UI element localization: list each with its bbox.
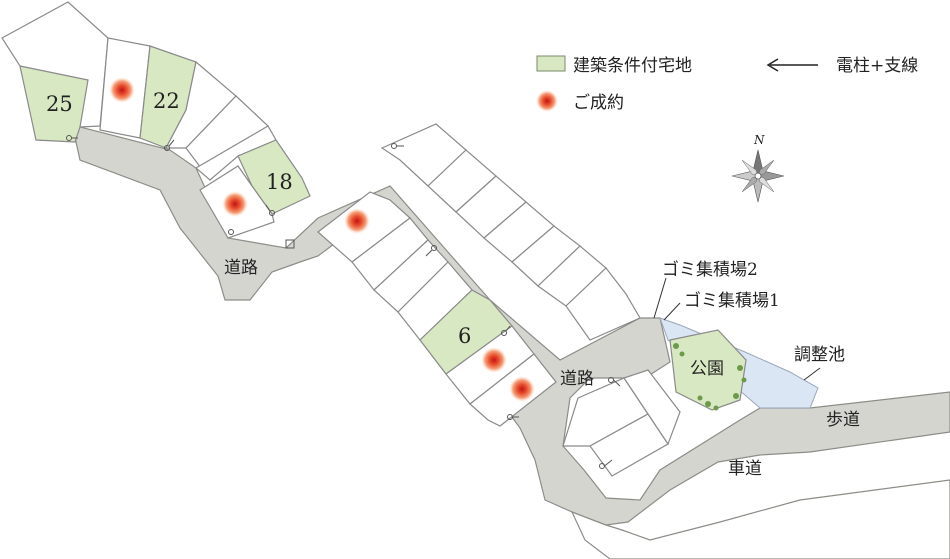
legend-conditional-lot: 建築条件付宅地 [573, 56, 692, 76]
road-lower-band [570, 479, 950, 559]
callout-lines [653, 277, 821, 381]
lot [565, 267, 641, 341]
contract-mark [509, 376, 535, 402]
lot-6-number: 6 [458, 324, 471, 348]
arrow-left-icon [766, 58, 818, 72]
garbage-station-1-label: ゴミ集積場1 [684, 290, 780, 311]
road-main [74, 120, 950, 526]
lot [623, 369, 681, 446]
lot-25-number: 25 [46, 92, 73, 116]
legend-contract-mark [536, 90, 558, 112]
roadway-label: 車道 [728, 459, 762, 479]
compass-icon: N [731, 133, 785, 203]
legend-contracted: ご成約 [573, 93, 624, 113]
lot-25 [19, 65, 89, 143]
road-label-upper: 道路 [224, 258, 258, 278]
road-network [74, 120, 950, 559]
contract-mark [222, 191, 248, 217]
legend-green-swatch [536, 55, 566, 72]
contract-markers [109, 77, 535, 402]
lot-group-north [380, 123, 641, 341]
garbage-station-2-label: ゴミ集積場2 [662, 259, 758, 280]
contract-mark [344, 208, 370, 234]
contract-mark [109, 77, 135, 103]
lot-22-number: 22 [153, 89, 180, 113]
park-label: 公園 [690, 359, 724, 379]
contract-mark [481, 347, 507, 373]
lot-group-northwest [1, 1, 311, 239]
sidewalk-label: 歩道 [826, 410, 860, 430]
legend: 建築条件付宅地 電柱+支線 ご成約 [536, 55, 918, 113]
park-trees [673, 343, 747, 411]
pole-markers [66, 135, 621, 469]
lot-18-number: 18 [266, 170, 293, 194]
lot [165, 60, 237, 149]
lot-6 [419, 289, 513, 375]
road-label-lower: 道路 [560, 369, 594, 389]
lot [194, 125, 277, 181]
legend-pole: 電柱+支線 [836, 56, 918, 76]
compass-north-label: N [753, 133, 765, 147]
pond-label: 調整池 [794, 345, 845, 365]
park-area [669, 329, 747, 411]
